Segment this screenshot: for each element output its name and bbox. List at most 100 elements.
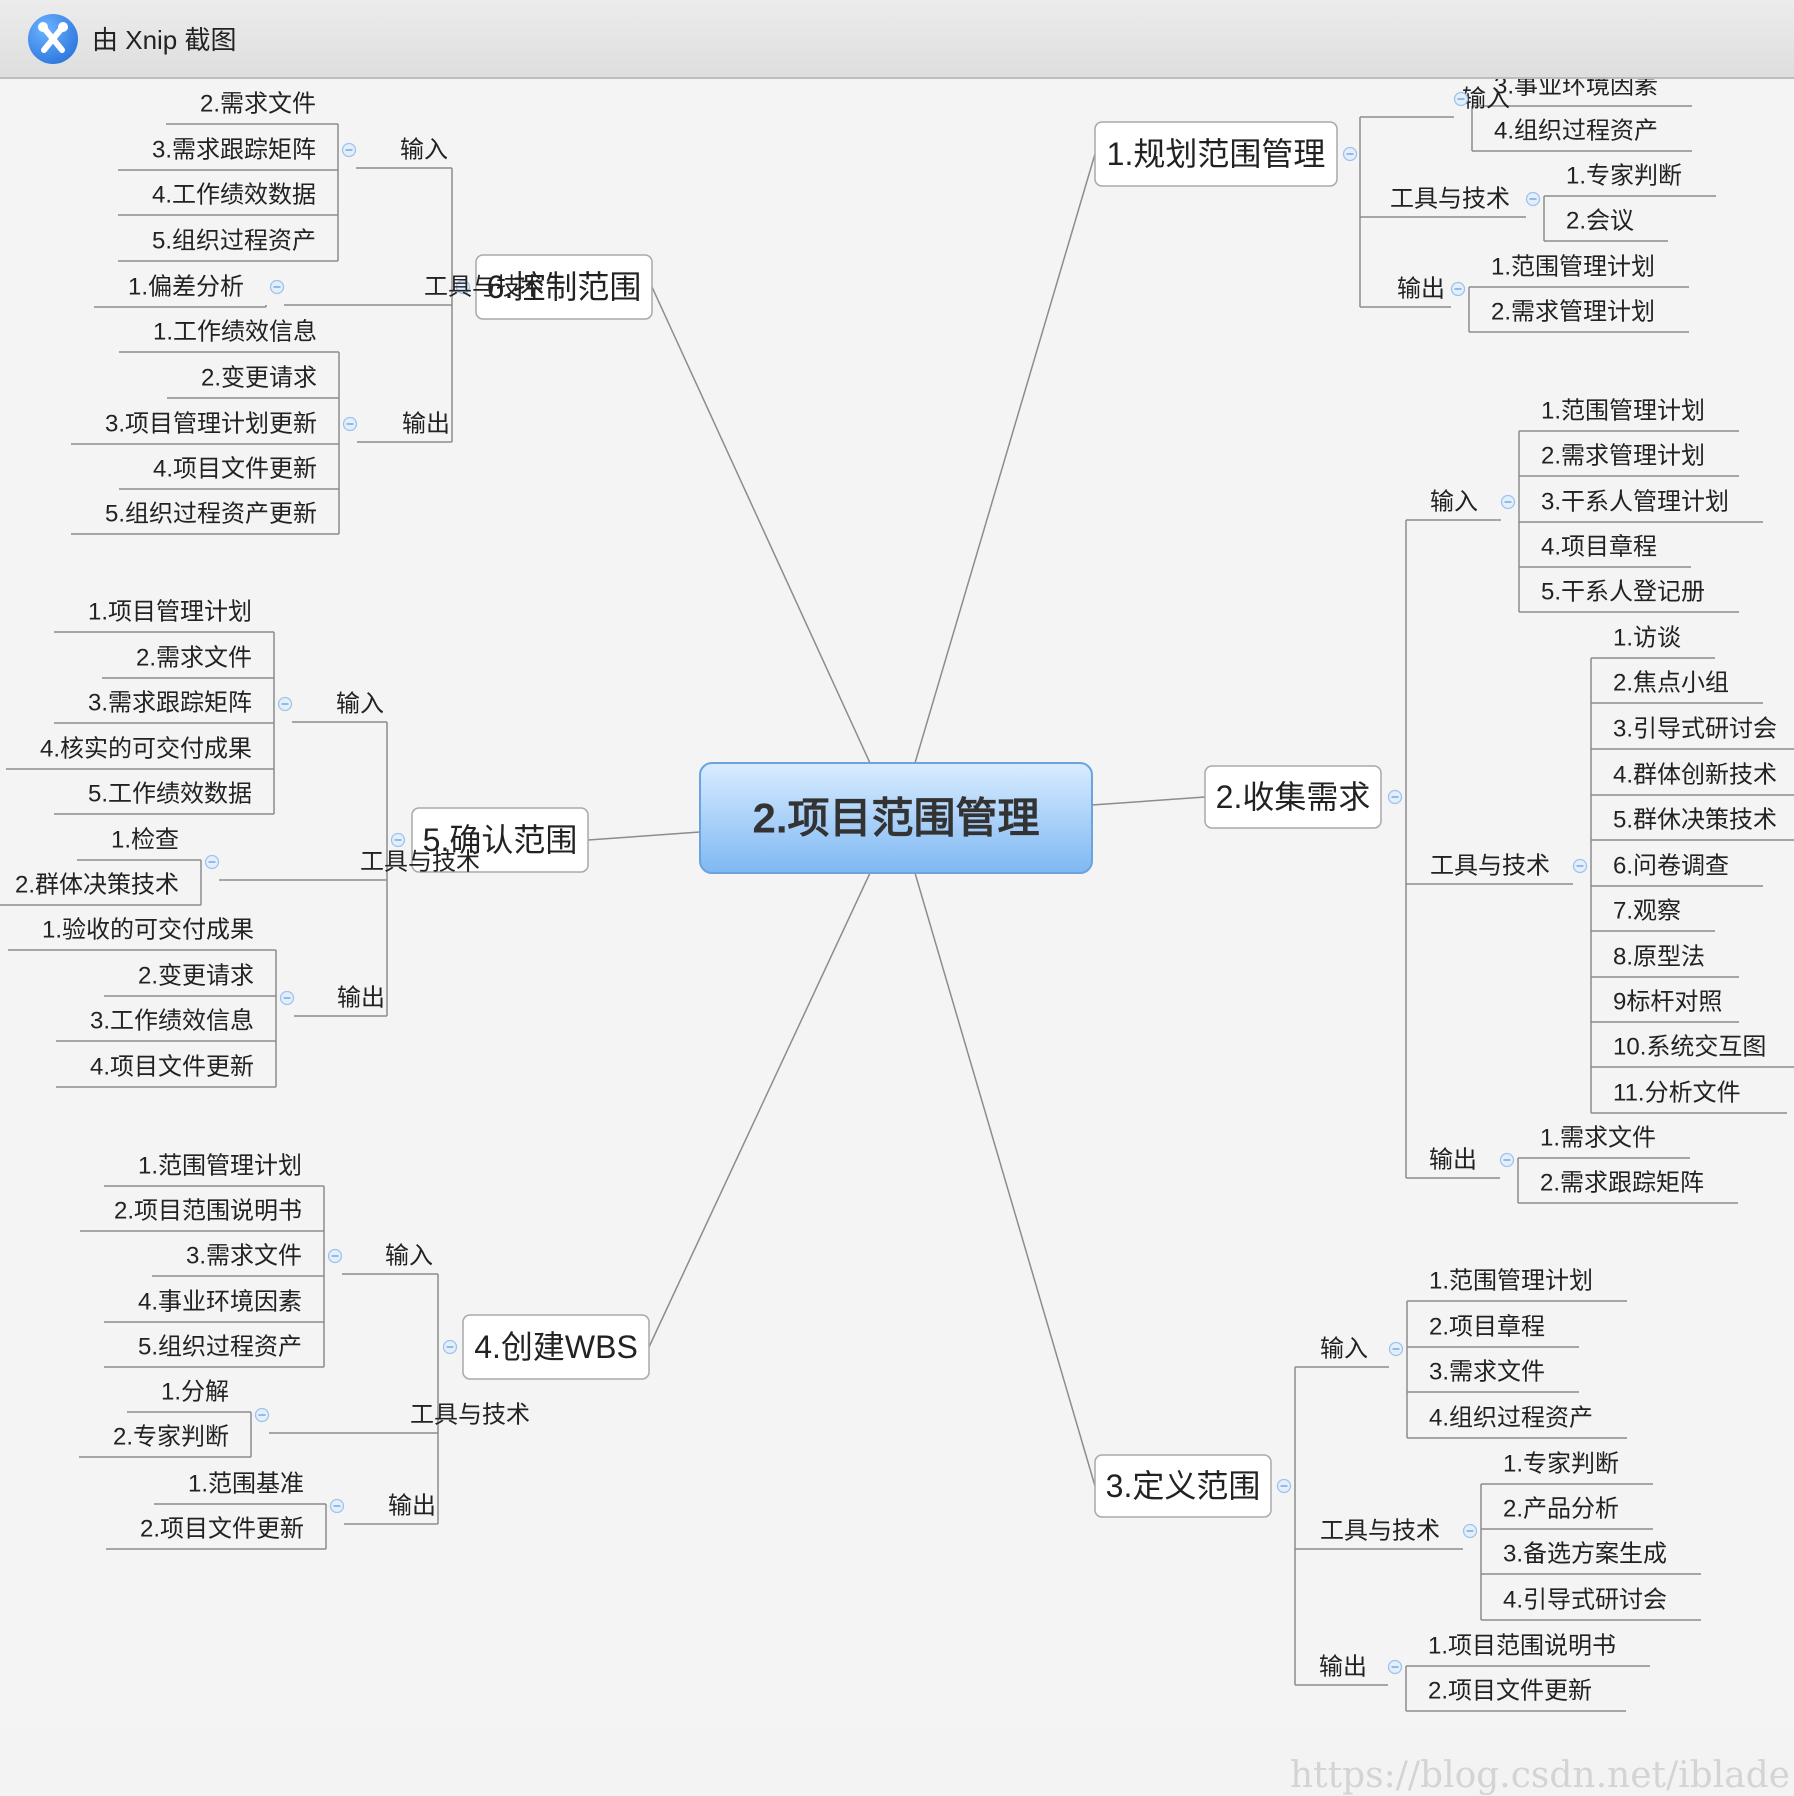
topic-leaf: 1.需求文件: [1540, 1125, 1656, 1152]
topic-leaf: 4.引导式研讨会: [1503, 1587, 1667, 1614]
topic-leaf: 1.访谈: [1613, 625, 1681, 652]
topic-leaf: 2.项目章程: [1429, 1314, 1545, 1341]
topic-leaf: 5.群休决策技术: [1613, 807, 1777, 834]
topic-leaf: 4.工作绩效数据: [152, 182, 316, 209]
topic-leaf: 4.组织过程资产: [1429, 1405, 1593, 1432]
group-label: 输出: [1397, 276, 1445, 303]
topic-leaf: 1.专家判断: [1503, 1451, 1619, 1478]
topic-node-label: 5.确认范围: [423, 822, 578, 858]
topic-leaf: 4.组织过程资产: [1494, 118, 1658, 145]
topic-leaf: 2.专家判断: [113, 1424, 229, 1451]
group-label: 输入: [1320, 1336, 1368, 1363]
topic-leaf: 11.分析文件: [1613, 1080, 1741, 1107]
topic-leaf: 5.干系人登记册: [1541, 579, 1705, 606]
group-label: 输入: [336, 691, 384, 718]
connector-line: [914, 153, 1096, 764]
group-label: 输出: [337, 985, 385, 1012]
topic-leaf: 1.范围管理计划: [138, 1153, 302, 1180]
group-label: 输入: [400, 137, 448, 164]
topic-node-label: 1.规划范围管理: [1107, 136, 1326, 172]
topic-leaf: 1.范围管理计划: [1491, 254, 1655, 281]
group-label: 工具与技术: [1320, 1518, 1440, 1545]
topic-leaf: 4.群体创新技术: [1613, 762, 1777, 789]
topic-leaf: 4.核实的可交付成果: [40, 736, 252, 763]
topic-leaf: 1.项目管理计划: [88, 599, 252, 626]
topic-leaf: 3.需求文件: [1429, 1359, 1545, 1386]
topic-leaf: 3.引导式研讨会: [1613, 716, 1777, 743]
topic-leaf: 3.干系人管理计划: [1541, 489, 1729, 516]
topic-leaf: 5.组织过程资产更新: [105, 501, 317, 528]
topic-leaf: 3.事业环境因素: [1494, 79, 1658, 100]
group-label: 输出: [1319, 1654, 1367, 1681]
group-label: 输入: [1430, 489, 1478, 516]
topic-leaf: 1.范围管理计划: [1429, 1268, 1593, 1295]
topic-leaf: 5.组织过程资产: [138, 1334, 302, 1361]
topic-leaf: 2.需求管理计划: [1491, 299, 1655, 326]
topic-node-box[interactable]: [1094, 1454, 1272, 1518]
topic-leaf: 2.项目文件更新: [140, 1516, 304, 1543]
topic-leaf: 2.项目文件更新: [1428, 1678, 1592, 1705]
topic-node-label: 3.定义范围: [1106, 1468, 1261, 1504]
central-topic[interactable]: [699, 762, 1093, 874]
connector-line: [1091, 796, 1206, 806]
topic-leaf: 9标杆对照: [1613, 989, 1722, 1016]
topic-leaf: 1.范围基准: [188, 1471, 304, 1498]
group-label: 输出: [402, 411, 450, 438]
group-label: 工具与技术: [424, 274, 544, 301]
connector-line: [914, 872, 1096, 1487]
group-label: 工具与技术: [1430, 853, 1550, 880]
topic-leaf: 1.验收的可交付成果: [42, 917, 254, 944]
topic-node-box[interactable]: [475, 254, 653, 320]
topic-leaf: 1.分解: [161, 1379, 229, 1406]
group-label: 工具与技术: [1390, 186, 1510, 213]
window-title: 由 Xnip 截图: [92, 25, 237, 55]
topic-leaf: 5.工作绩效数据: [88, 781, 252, 808]
topic-node-label: 6.控制范围: [487, 269, 642, 305]
topic-node-box[interactable]: [462, 1314, 650, 1380]
group-label: 工具与技术: [410, 1402, 530, 1429]
group-label: 输入: [1462, 86, 1510, 113]
xnip-icon: [28, 14, 78, 64]
topic-node-box[interactable]: [1094, 121, 1338, 187]
title-bar: 由 Xnip 截图: [0, 0, 1794, 79]
topic-node-box[interactable]: [411, 807, 589, 873]
topic-leaf: 5.组织过程资产: [152, 228, 316, 255]
topic-leaf: 2.需求文件: [200, 91, 316, 118]
topic-leaf: 2.会议: [1566, 208, 1634, 235]
topic-leaf: 2.需求管理计划: [1541, 443, 1705, 470]
topic-leaf: 3.项目管理计划更新: [105, 411, 317, 438]
group-label: 输出: [1429, 1147, 1477, 1174]
topic-leaf: 4.项目文件更新: [90, 1054, 254, 1081]
watermark: https://blog.csdn.net/iblade: [1290, 1755, 1791, 1796]
topic-leaf: 2.变更请求: [201, 365, 317, 392]
mindmap-diagram: 2.项目范围管理1.规划范围管理输入3.事业环境因素4.组织过程资产工具与技术1…: [0, 79, 1794, 1712]
topic-leaf: 3.需求跟踪矩阵: [152, 137, 316, 164]
topic-leaf: 7.观察: [1613, 898, 1681, 925]
topic-leaf: 1.工作绩效信息: [153, 319, 317, 346]
group-label: 工具与技术: [360, 849, 480, 876]
topic-leaf: 4.项目文件更新: [153, 456, 317, 483]
topic-leaf: 1.检查: [111, 827, 179, 854]
topic-leaf: 1.范围管理计划: [1541, 398, 1705, 425]
group-label: 输入: [385, 1243, 433, 1270]
topic-node-label: 2.收集需求: [1216, 779, 1371, 815]
topic-leaf: 6.问卷调查: [1613, 853, 1729, 880]
topic-leaf: 2.需求文件: [136, 645, 252, 672]
topic-node-box[interactable]: [1204, 765, 1382, 829]
topic-leaf: 1.偏差分析: [128, 274, 244, 301]
connector-line: [648, 872, 871, 1348]
group-label: 输出: [388, 1493, 436, 1520]
topic-leaf: 3.需求文件: [186, 1243, 302, 1270]
topic-leaf: 2.项目范围说明书: [114, 1198, 302, 1225]
central-topic-label: 2.项目范围管理: [752, 795, 1039, 842]
topic-leaf: 8.原型法: [1613, 944, 1705, 971]
topic-leaf: 2.变更请求: [138, 963, 254, 990]
topic-leaf: 3.工作绩效信息: [90, 1008, 254, 1035]
connector-line: [587, 831, 701, 841]
topic-leaf: 10.系统交互图: [1613, 1034, 1766, 1061]
topic-leaf: 2.焦点小组: [1613, 670, 1729, 697]
topic-node-label: 4.创建WBS: [474, 1329, 638, 1365]
topic-leaf: 2.产品分析: [1503, 1496, 1619, 1523]
topic-leaf: 2.需求跟踪矩阵: [1540, 1170, 1704, 1197]
topic-leaf: 3.需求跟踪矩阵: [88, 690, 252, 717]
